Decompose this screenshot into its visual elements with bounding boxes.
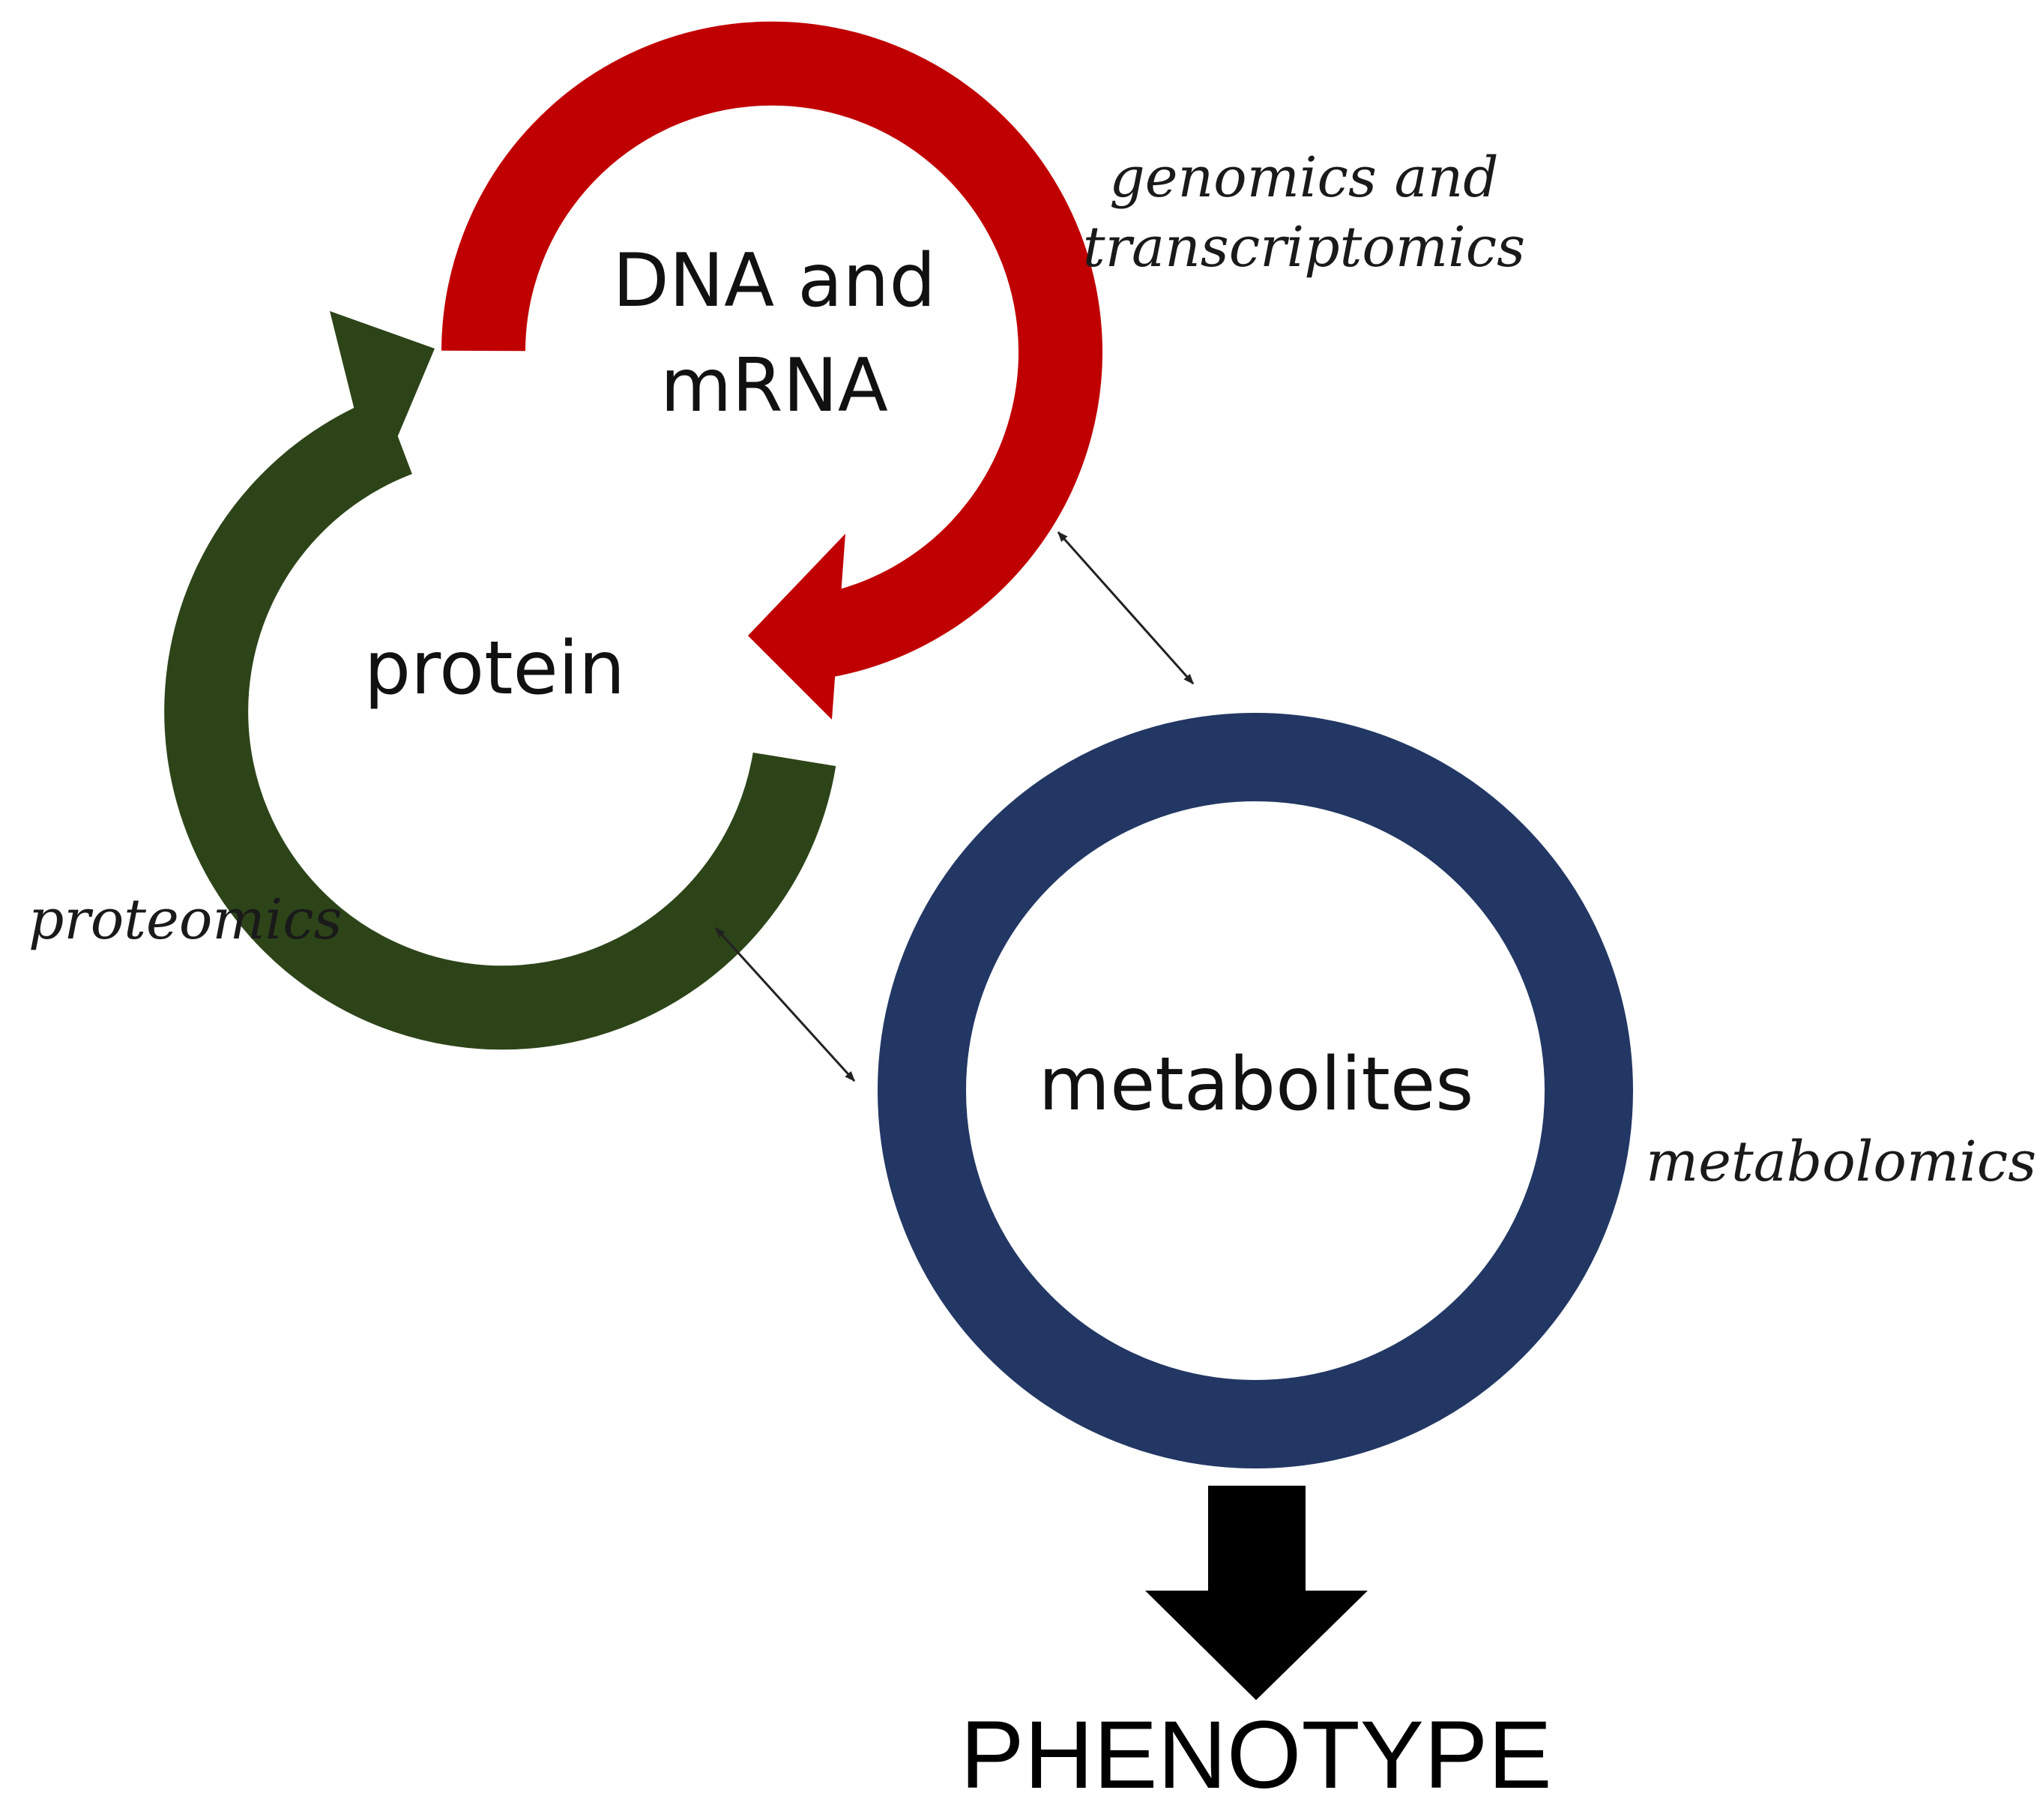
protein-metabolites-connector — [714, 926, 856, 1082]
protein-cycle-arrow — [164, 311, 836, 1050]
genomics-transcriptomics-label-line1: genomics and — [1109, 145, 1498, 210]
metabolites-label: metabolites — [1039, 1042, 1474, 1127]
dna-mrna-label-line1: DNA and — [612, 238, 935, 324]
dna-mrna-arrowhead — [748, 534, 845, 720]
protein-arc — [164, 395, 836, 1050]
proteomics-label: proteomics — [28, 888, 342, 952]
dna-mrna-label-line2: mRNA — [660, 343, 888, 429]
protein-label: protein — [364, 626, 625, 711]
protein-arrowhead — [330, 311, 435, 491]
genomics-transcriptomics-label-line2: transcriptomics — [1083, 215, 1525, 280]
phenotype-label: PHENOTYPE — [960, 1702, 1552, 1809]
metabolomics-label: metabolomics — [1646, 1130, 2036, 1194]
dna-metabolites-connector — [1057, 531, 1195, 685]
dna-mrna-arc — [441, 21, 1102, 679]
dna-mrna-cycle-arrow — [441, 21, 1102, 720]
metabolites-ring — [878, 713, 1633, 1468]
phenotype-arrow — [1145, 1486, 1368, 1700]
